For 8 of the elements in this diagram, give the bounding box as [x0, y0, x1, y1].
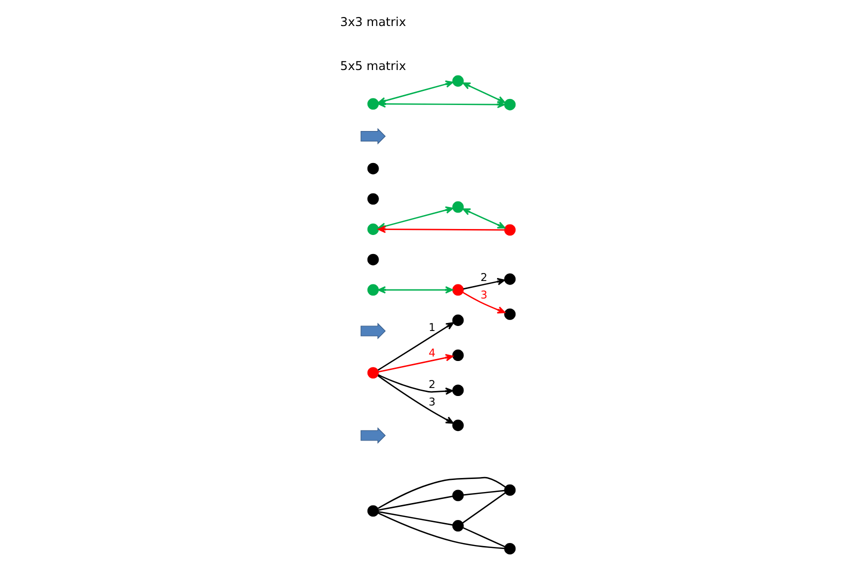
- edge-label: 2: [480, 271, 487, 284]
- label: 3x3 matrix: [340, 15, 406, 30]
- edge-label: 3: [480, 288, 487, 302]
- label: 5x5 matrix: [340, 58, 406, 73]
- edge-label: 2: [428, 378, 436, 392]
- edge-label: 3: [428, 396, 436, 409]
- edge-label: 1: [428, 320, 436, 334]
- edge-label: 4: [428, 346, 436, 360]
